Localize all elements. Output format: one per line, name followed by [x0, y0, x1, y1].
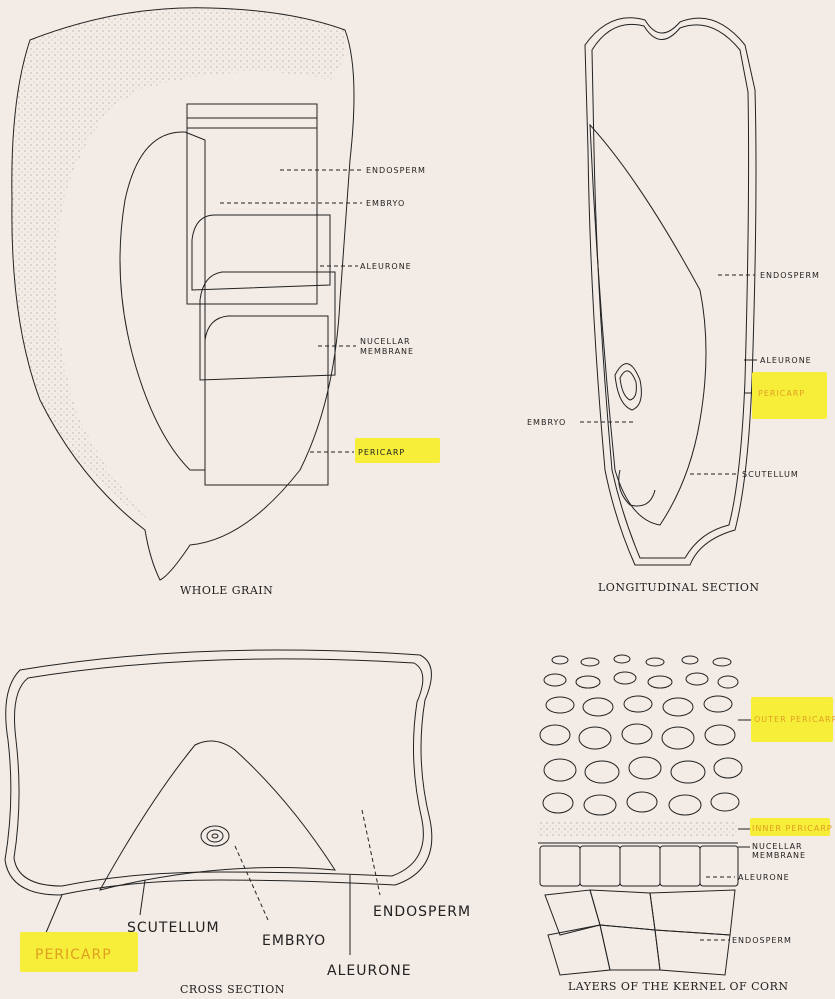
nucellar-layer [200, 272, 335, 380]
label-cross-endosperm: ENDOSPERM [373, 904, 471, 920]
label-endosperm: ENDOSPERM [366, 166, 426, 175]
cross-scutellum [100, 741, 335, 890]
label-aleurone: ALEURONE [360, 262, 412, 271]
endosperm-cells [545, 890, 735, 975]
longitudinal-outline [585, 18, 756, 565]
label-layers-endosperm: ENDOSPERM [732, 936, 792, 945]
label-long-embryo: EMBRYO [527, 418, 566, 427]
aleurone-layer [192, 215, 330, 290]
label-layers-nucellar-2: MEMBRANE [752, 851, 806, 860]
longitudinal-inner [592, 24, 749, 558]
endosperm-layer [187, 104, 317, 304]
layers-panel: OUTER PERICARP INNER PERICARP NUCELLAR M… [538, 655, 835, 993]
caption-longitudinal: LONGITUDINAL SECTION [598, 581, 760, 594]
label-layers-aleurone: ALEURONE [738, 873, 790, 882]
longitudinal-embryo [590, 125, 706, 525]
label-cross-scutellum: SCUTELLUM [127, 920, 220, 936]
label-nucellar-2: MEMBRANE [360, 347, 414, 356]
pericarp-layer [205, 316, 328, 485]
caption-layers: LAYERS OF THE KERNEL OF CORN [568, 980, 789, 993]
cross-panel: SCUTELLUM EMBRYO ENDOSPERM ALEURONE PERI… [5, 650, 471, 996]
label-embryo: EMBRYO [366, 199, 405, 208]
longitudinal-panel: ENDOSPERM ALEURONE PERICARP EMBRYO SCUTE… [527, 18, 827, 594]
label-inner-pericarp: INNER PERICARP [752, 824, 833, 833]
embryo-shape [120, 132, 205, 470]
inner-pericarp [538, 822, 738, 836]
label-pericarp: PERICARP [358, 448, 405, 457]
label-long-endosperm: ENDOSPERM [760, 271, 820, 280]
aleurone-cells [540, 846, 738, 886]
outer-pericarp-cells [540, 655, 742, 815]
caption-cross: CROSS SECTION [180, 983, 285, 996]
label-long-aleurone: ALEURONE [760, 356, 812, 365]
label-layers-nucellar-1: NUCELLAR [752, 842, 803, 851]
whole-grain-stipple [12, 8, 346, 520]
label-outer-pericarp: OUTER PERICARP [754, 715, 835, 724]
label-long-scutellum: SCUTELLUM [742, 470, 799, 479]
label-nucellar-1: NUCELLAR [360, 337, 411, 346]
label-cross-pericarp: PERICARP [35, 947, 112, 963]
label-cross-embryo: EMBRYO [262, 933, 326, 949]
caption-whole-grain: WHOLE GRAIN [180, 584, 273, 597]
label-cross-aleurone: ALEURONE [327, 963, 412, 979]
cross-outline [5, 650, 432, 895]
whole-grain-panel: ENDOSPERM EMBRYO ALEURONE NUCELLAR MEMBR… [12, 8, 440, 597]
label-long-pericarp: PERICARP [758, 389, 805, 398]
